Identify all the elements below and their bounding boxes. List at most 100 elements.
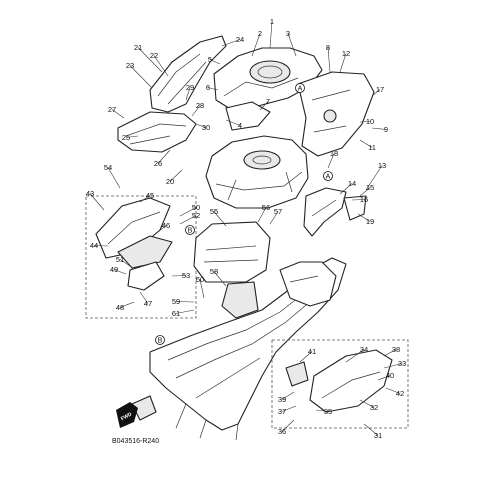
leader-line-8 (327, 47, 331, 73)
callout-3: 3 (286, 29, 290, 38)
callout-34: 34 (360, 345, 368, 354)
leader-line-42 (385, 387, 401, 394)
leader-line-12 (339, 53, 347, 73)
leader-line-14 (339, 183, 353, 195)
leader-line-25 (125, 135, 139, 138)
leader-line-6 (207, 87, 219, 91)
ref-marker-a: A (295, 83, 305, 93)
tank-cover-upper (213, 47, 323, 131)
callout-6: 6 (206, 83, 210, 92)
callout-55: 55 (210, 207, 218, 216)
leader-line-44 (93, 245, 109, 247)
leader-line-30 (195, 123, 207, 128)
callout-38: 38 (392, 345, 400, 354)
ref-marker-b-2-label: B (158, 338, 163, 345)
front-cover-assembly (85, 195, 197, 319)
leader-line-37 (281, 405, 297, 412)
leader-line-55 (213, 211, 227, 227)
leader-line-11 (359, 139, 373, 148)
callout-61: 61 (172, 309, 180, 318)
leader-line-38 (383, 349, 397, 357)
callout-58: 58 (210, 267, 218, 276)
leader-line-21 (137, 47, 163, 73)
callout-1: 1 (270, 17, 274, 26)
callout-59: 59 (172, 297, 180, 306)
leader-line-3 (287, 33, 297, 57)
leader-line-22 (153, 55, 169, 77)
callout-40: 40 (386, 371, 394, 380)
callout-20: 20 (166, 177, 174, 186)
leader-line-10 (359, 121, 371, 123)
leader-line-54 (107, 167, 121, 189)
callout-27: 27 (108, 105, 116, 114)
forward-label: FWD (120, 411, 133, 422)
callout-22: 22 (150, 51, 158, 60)
callout-21: 21 (134, 43, 142, 52)
leader-line-18 (327, 153, 335, 169)
side-cover-right (297, 71, 375, 157)
callout-31: 31 (374, 431, 382, 440)
callout-53: 53 (182, 271, 190, 280)
forward-arrow: FWD (116, 402, 138, 428)
callout-28: 28 (196, 101, 204, 110)
leader-lines (89, 21, 403, 436)
leader-line-59 (175, 301, 195, 303)
callout-41: 41 (308, 347, 316, 356)
callout-7: 7 (266, 97, 270, 106)
leader-line-4 (225, 119, 241, 126)
callout-54: 54 (104, 163, 112, 172)
ref-marker-a-2: A (323, 171, 333, 181)
leader-line-45 (139, 195, 151, 203)
callout-18: 18 (330, 149, 338, 158)
leader-line-7 (259, 101, 269, 111)
callout-30: 30 (202, 123, 210, 132)
callout-14: 14 (348, 179, 356, 188)
leader-line-36 (281, 419, 295, 432)
leader-line-40 (377, 375, 391, 381)
callout-52: 52 (192, 211, 200, 220)
callout-56: 56 (262, 203, 270, 212)
ref-marker-b-2: B (155, 335, 165, 345)
leader-line-5 (209, 59, 221, 65)
callout-23: 23 (126, 61, 134, 70)
leader-line-2 (251, 33, 261, 57)
fuel-tank (205, 135, 309, 209)
callout-42: 42 (396, 389, 404, 398)
rear-bracket-right (303, 187, 367, 237)
ref-marker-a-label: A (298, 86, 303, 93)
leader-line-9 (371, 127, 387, 130)
leader-line-47 (139, 291, 149, 304)
callout-25: 25 (122, 133, 130, 142)
leader-line-33 (383, 363, 403, 369)
leader-line-31 (363, 423, 379, 436)
callout-51: 51 (116, 255, 124, 264)
leader-line-23 (129, 65, 153, 89)
callout-44: 44 (90, 241, 98, 250)
leader-line-48 (119, 301, 135, 308)
leader-line-19 (357, 213, 371, 222)
callout-29: 29 (186, 83, 194, 92)
air-box-cover (193, 221, 271, 319)
callout-12: 12 (342, 49, 350, 58)
callout-11: 11 (368, 143, 376, 152)
callout-13: 13 (378, 161, 386, 170)
leader-line-58 (213, 271, 227, 287)
leader-line-32 (359, 399, 375, 408)
leader-line-15 (359, 187, 371, 197)
callout-39: 39 (278, 395, 286, 404)
callout-24: 24 (236, 35, 244, 44)
leader-line-16 (351, 199, 365, 201)
callout-5: 5 (208, 55, 212, 64)
leader-line-50 (179, 207, 197, 217)
callout-15: 15 (366, 183, 374, 192)
leader-line-57 (269, 211, 279, 225)
leader-line-17 (371, 89, 381, 97)
callout-36: 36 (278, 427, 286, 436)
ref-marker-b-label: B (188, 228, 193, 235)
leader-line-49 (113, 269, 127, 275)
leader-line-46 (157, 225, 167, 233)
ref-marker-a-2-label: A (326, 174, 331, 181)
leader-line-24 (221, 39, 241, 47)
